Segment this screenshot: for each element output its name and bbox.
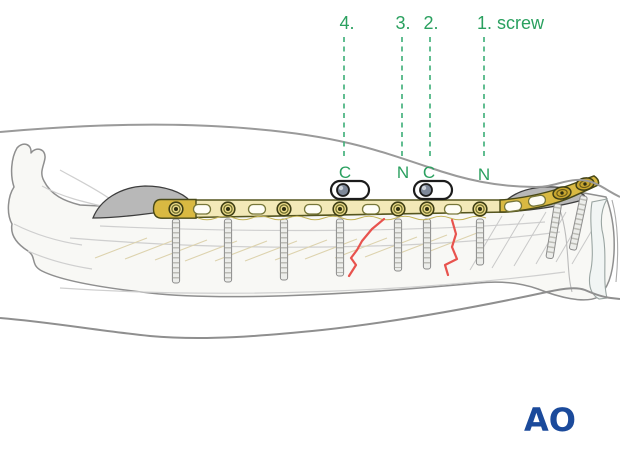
position-label-n2: N (478, 165, 490, 184)
bone-inner-contours (13, 169, 566, 294)
screw-shaft (223, 218, 233, 283)
fracture-lines (347, 217, 459, 278)
screw-head-angled (552, 186, 572, 200)
screw-head (276, 201, 292, 217)
screw-shafts (171, 195, 588, 284)
screw-head (419, 201, 435, 217)
sequence-label-2: 2. (423, 13, 438, 33)
screw-head (168, 201, 184, 217)
skin-outline-top (0, 123, 620, 198)
plate-scallop-edge (197, 215, 487, 221)
screw-head (472, 201, 488, 217)
screw-shaft (171, 218, 181, 284)
bone-silhouette (7, 143, 615, 301)
position-label-c1: C (339, 163, 351, 182)
ao-logo: AO (524, 401, 576, 439)
screw-head (332, 201, 348, 217)
sequence-label-4: 4. (339, 13, 354, 33)
fracture-line (443, 218, 459, 277)
sequence-label-3: 3. (395, 13, 410, 33)
plate-empty-holes (192, 194, 547, 215)
screw-head (390, 201, 406, 217)
screw-shaft (393, 218, 403, 272)
screw-shaft (422, 218, 432, 270)
muscle-fibers-tan (94, 232, 478, 262)
plate-end-right (499, 175, 600, 213)
screw-head-angled (575, 177, 595, 191)
eccentric-screw-icon (412, 179, 454, 201)
sequence-label-1: 1. screw (477, 13, 545, 33)
fracture-line (347, 217, 386, 278)
skin-outline-bottom (0, 287, 620, 340)
screw-shaft (279, 218, 289, 281)
bone (7, 143, 619, 301)
screw-shaft (335, 218, 345, 277)
screw-sequence-annotations: 4. 3. 2. 1. screw C N C N (329, 13, 545, 201)
screw-shaft-angled (568, 195, 588, 251)
screw-shaft-angled (545, 203, 562, 260)
screw-head (220, 201, 236, 217)
eccentric-screw-icon (329, 179, 371, 201)
screw-shaft (475, 218, 485, 266)
position-label-n1: N (397, 163, 409, 182)
position-label-c2: C (423, 163, 435, 182)
